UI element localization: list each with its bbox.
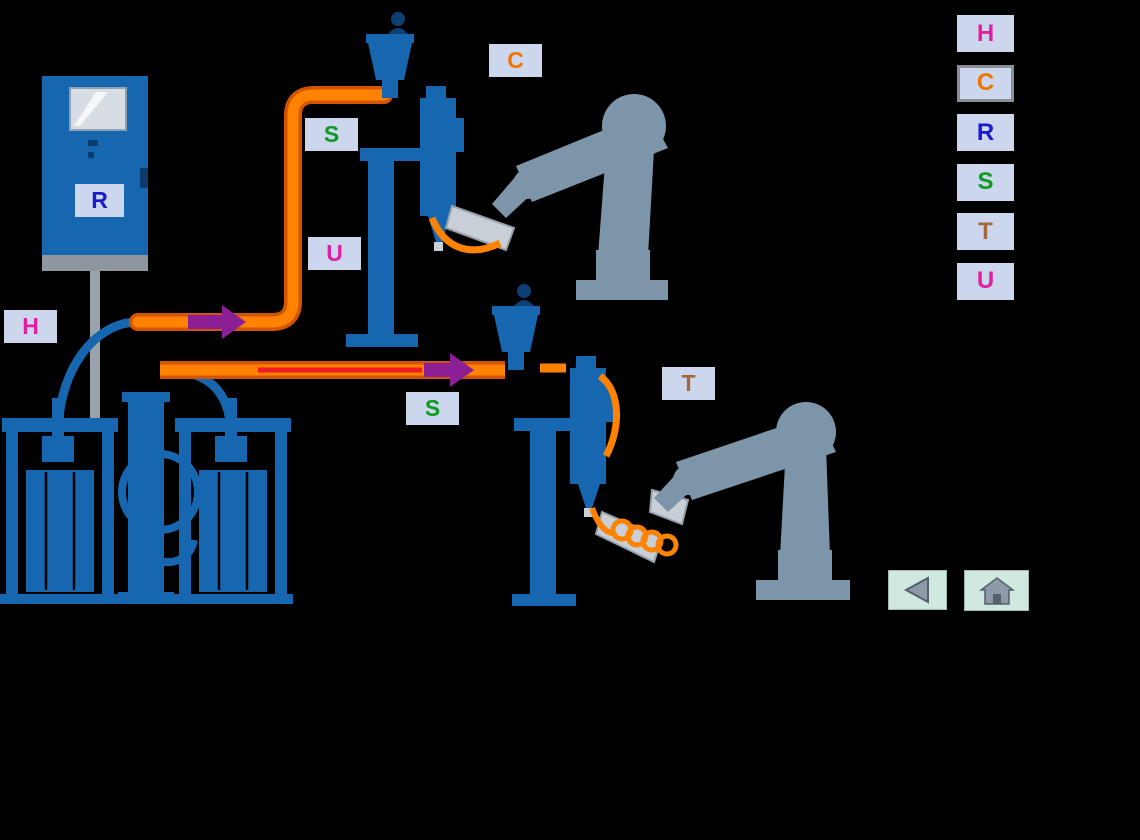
- control-cabinet: [42, 76, 148, 271]
- drum-pump-station: [0, 317, 293, 604]
- legend-letter: C: [976, 69, 995, 96]
- dosing-station-2: [492, 284, 620, 606]
- back-button[interactable]: [888, 570, 947, 610]
- dosing-station-1: [346, 12, 464, 347]
- diagram-label-t: T: [662, 367, 715, 400]
- label-letter: U: [326, 240, 343, 266]
- legend: H C R S T U: [957, 15, 1014, 300]
- diagram-label-c: C: [489, 44, 542, 77]
- diagram-label-s-1: S: [305, 118, 358, 151]
- drum-pump-left: [0, 398, 120, 604]
- label-letter: C: [507, 47, 524, 73]
- home-icon: [978, 576, 1015, 605]
- label-letter: S: [323, 121, 340, 147]
- legend-item-t[interactable]: T: [957, 213, 1014, 250]
- legend-letter: T: [978, 217, 993, 245]
- label-letter: R: [91, 187, 108, 213]
- robot-2: [654, 402, 850, 600]
- operator-figure-1: [388, 12, 408, 34]
- feed-hopper-1: [366, 34, 414, 98]
- back-arrow-icon: [903, 576, 929, 604]
- legend-letter: S: [977, 168, 994, 195]
- legend-letter: U: [976, 267, 995, 294]
- feed-column: [118, 392, 174, 604]
- feed-hopper-2: [492, 306, 540, 370]
- legend-item-c[interactable]: C: [957, 64, 1014, 102]
- coiled-hose: [610, 518, 679, 557]
- label-letter: H: [22, 313, 39, 339]
- flow-arrow-2: [424, 353, 474, 387]
- legend-item-h[interactable]: H: [957, 15, 1014, 52]
- legend-letter: R: [976, 118, 995, 146]
- applicator-1: [428, 204, 516, 254]
- legend-item-r[interactable]: R: [957, 114, 1014, 151]
- material-pipes: [53, 317, 236, 567]
- heated-hose-1: [129, 86, 393, 331]
- diagram-label-h: H: [4, 310, 57, 343]
- legend-letter: H: [976, 19, 995, 47]
- label-letter: S: [424, 395, 441, 421]
- operator-figure-2: [514, 284, 534, 306]
- diagram-label-s-2: S: [406, 392, 459, 425]
- flow-arrow-1: [188, 305, 246, 339]
- adhesive-bead-1: [428, 216, 502, 254]
- legend-item-s[interactable]: S: [957, 163, 1014, 201]
- diagram-label-r: R: [75, 184, 124, 217]
- dosing-unit-2: [570, 356, 614, 517]
- label-letter: T: [681, 370, 696, 396]
- legend-item-u[interactable]: U: [957, 262, 1014, 300]
- home-button[interactable]: [964, 570, 1029, 611]
- diagram-label-u: U: [308, 237, 361, 270]
- robot-1: [492, 94, 668, 300]
